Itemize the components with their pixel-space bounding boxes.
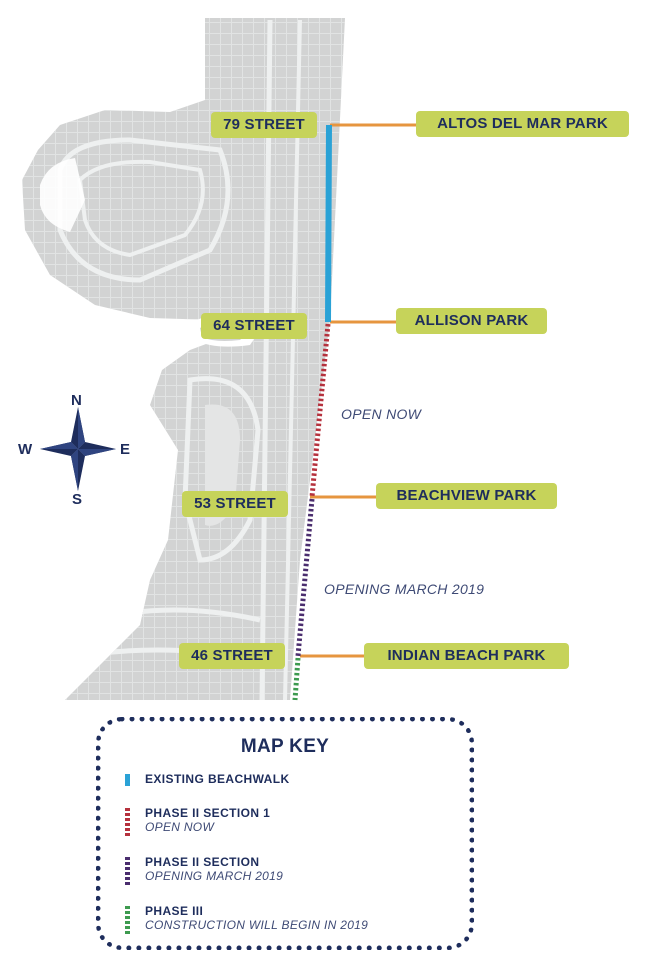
street-label-64: 64 STREET <box>201 313 307 339</box>
park-label-indian-beach: INDIAN BEACH PARK <box>364 643 569 669</box>
street-label-53: 53 STREET <box>182 491 288 517</box>
segment-phase3 <box>292 657 301 701</box>
key-label: PHASE II SECTION 1 <box>145 806 271 820</box>
key-swatch-solid <box>125 774 130 786</box>
key-label: PHASE III <box>145 904 204 918</box>
map-key-panel: MAP KEY EXISTING BEACHWALK PHASE II SECT… <box>96 717 474 950</box>
street-label-46: 46 STREET <box>179 643 285 669</box>
compass-east: E <box>120 441 131 458</box>
segment-phase2-section1 <box>309 323 331 498</box>
park-connectors <box>300 123 416 658</box>
compass-south: S <box>72 491 83 508</box>
segment-phase2-section2 <box>295 498 315 657</box>
street-label-79: 79 STREET <box>211 112 317 138</box>
key-label: EXISTING BEACHWALK <box>145 772 290 786</box>
compass-north: N <box>71 392 82 409</box>
segment-existing-beachwalk <box>325 124 332 323</box>
status-open-now: OPEN NOW <box>341 406 422 422</box>
key-swatch-dashed <box>125 857 130 885</box>
map-key-title: MAP KEY <box>240 736 330 757</box>
park-label-beachview: BEACHVIEW PARK <box>376 483 557 509</box>
beachwalk-route <box>292 124 332 701</box>
status-opening-march-2019: OPENING MARCH 2019 <box>324 581 485 597</box>
key-sublabel: OPEN NOW <box>145 820 215 834</box>
key-swatch-dashed <box>125 906 130 934</box>
key-sublabel: CONSTRUCTION WILL BEGIN IN 2019 <box>145 918 369 932</box>
compass-west: W <box>18 441 33 458</box>
key-sublabel: OPENING MARCH 2019 <box>145 869 284 883</box>
compass-rose-icon <box>40 407 116 491</box>
park-label-allison: ALLISON PARK <box>396 308 547 334</box>
key-swatch-dashed <box>125 808 130 836</box>
land-mass <box>22 18 345 700</box>
park-label-altos-del-mar: ALTOS DEL MAR PARK <box>416 111 629 137</box>
key-label: PHASE II SECTION <box>145 855 260 869</box>
